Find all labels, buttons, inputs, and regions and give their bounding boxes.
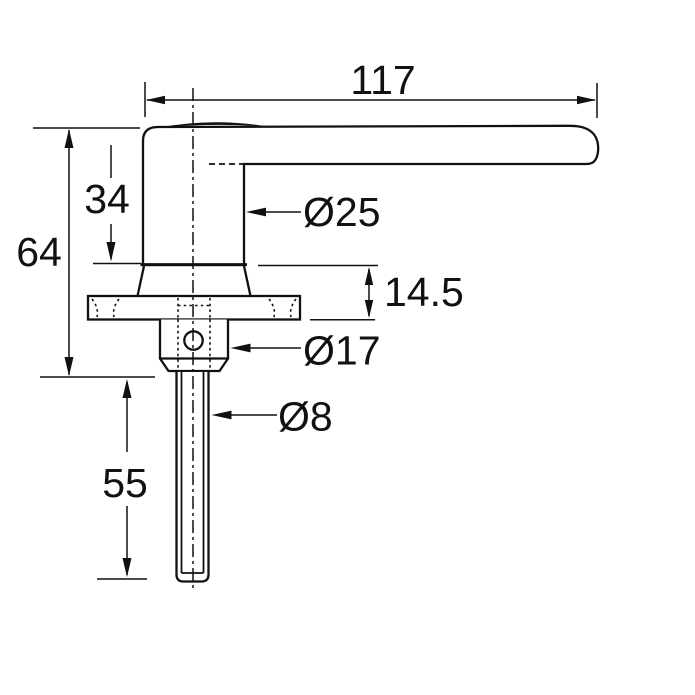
dim-spindle-length: 55 <box>97 379 148 580</box>
arrowhead-up-icon <box>122 379 132 398</box>
dim-overall-height: 64 <box>16 127 155 378</box>
lever-and-neck-outline <box>141 124 600 267</box>
dim-boss-diameter-label: Ø17 <box>303 328 381 374</box>
arrowhead-down-icon <box>106 242 116 262</box>
dim-boss-height-label: 14.5 <box>384 269 464 315</box>
dim-neck-diameter: Ø25 <box>246 189 381 235</box>
arrowhead-down-icon <box>122 558 132 577</box>
dim-spindle-length-label: 55 <box>102 460 148 506</box>
dim-lever-length-label: 117 <box>350 57 415 103</box>
flange-hidden-fillet-left-inner <box>112 298 120 318</box>
part-outline-group <box>86 88 600 592</box>
cone-left-edge <box>136 264 146 298</box>
flange-plate <box>86 294 302 321</box>
dim-neck-diameter-label: Ø25 <box>303 189 381 235</box>
flange-hidden-fillet-right-outer <box>289 298 297 318</box>
arrowhead-up-icon <box>64 129 74 148</box>
arrowhead-left-icon <box>230 343 251 353</box>
dim-spindle-diameter-label: Ø8 <box>278 394 333 440</box>
dim-neck-height: 34 <box>84 145 141 265</box>
arrowhead-down-icon <box>364 300 374 318</box>
dim-lever-length: 117 <box>144 57 598 118</box>
dim-neck-height-label: 34 <box>84 176 130 222</box>
arrowhead-right-icon <box>577 95 596 105</box>
flange-hidden-fillet-left-outer <box>91 298 99 318</box>
arrowhead-up-icon <box>364 267 374 285</box>
dim-boss-height: 14.5 <box>258 264 464 321</box>
dim-overall-height-label: 64 <box>16 229 62 275</box>
flange-hidden-fillet-right-inner <box>268 298 276 318</box>
arrowhead-left-icon <box>146 95 165 105</box>
arrowhead-left-icon <box>246 207 266 217</box>
dim-spindle-diameter: Ø8 <box>211 394 333 440</box>
hub-top-dome-shade <box>158 122 268 128</box>
arrowhead-down-icon <box>64 357 74 376</box>
dim-boss-diameter: Ø17 <box>230 328 381 374</box>
cone-right-edge <box>242 264 252 298</box>
arrowhead-left-icon <box>211 410 232 420</box>
